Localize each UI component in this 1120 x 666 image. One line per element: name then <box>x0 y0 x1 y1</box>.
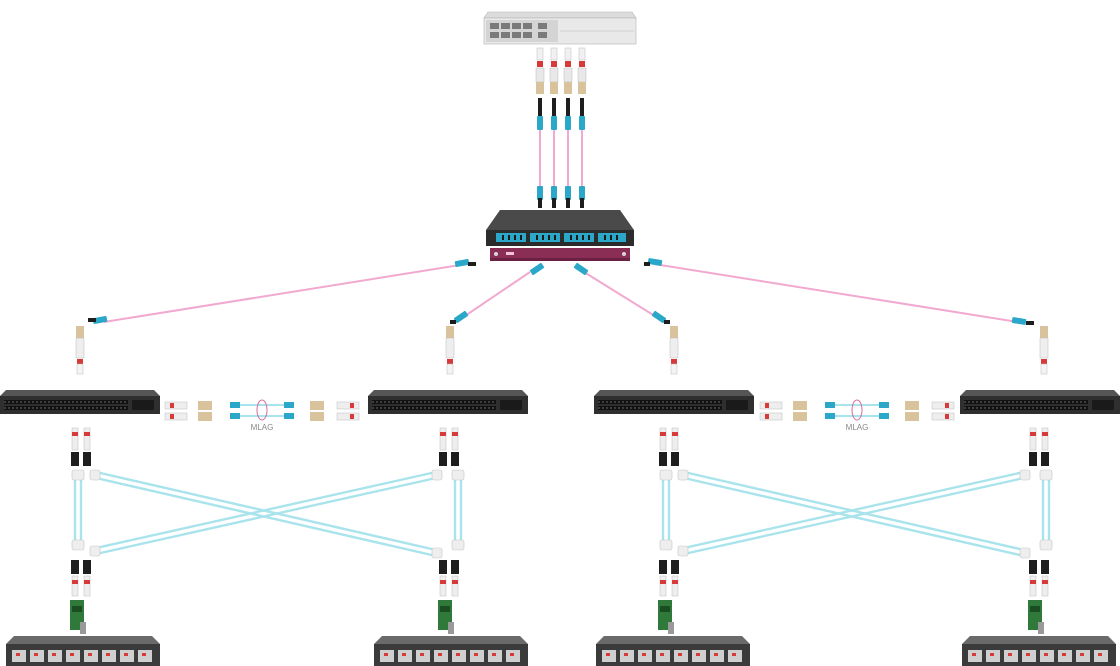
server-2 <box>374 636 528 666</box>
server-3 <box>596 636 750 666</box>
core-transceiver-group <box>535 47 587 94</box>
mlag-label-right: MLAG <box>846 423 869 432</box>
leaf-switch-2 <box>368 390 528 414</box>
server-patch-cables <box>73 470 1051 558</box>
leaf-uplink-transceivers <box>75 326 1049 375</box>
leaf-downlink-optics <box>71 427 1049 466</box>
leaf-switch-1 <box>0 390 160 414</box>
distribution-trunk-cables <box>88 258 1034 325</box>
server-nic-cards <box>70 600 1044 634</box>
fiber-patch-panel <box>486 210 634 261</box>
mlag-peer-link-left <box>164 399 360 421</box>
server-side-optics <box>71 560 1049 597</box>
server-1 <box>6 636 160 666</box>
mlag-peer-link-right <box>759 399 955 421</box>
leaf-switch-3 <box>594 390 754 414</box>
core-router-chassis <box>483 11 637 45</box>
patch-cable-connectors <box>71 469 1053 559</box>
server-4 <box>962 636 1116 666</box>
mlag-label-left: MLAG <box>251 423 274 432</box>
core-trunk-cables <box>537 98 585 208</box>
leaf-switch-4 <box>960 390 1120 414</box>
